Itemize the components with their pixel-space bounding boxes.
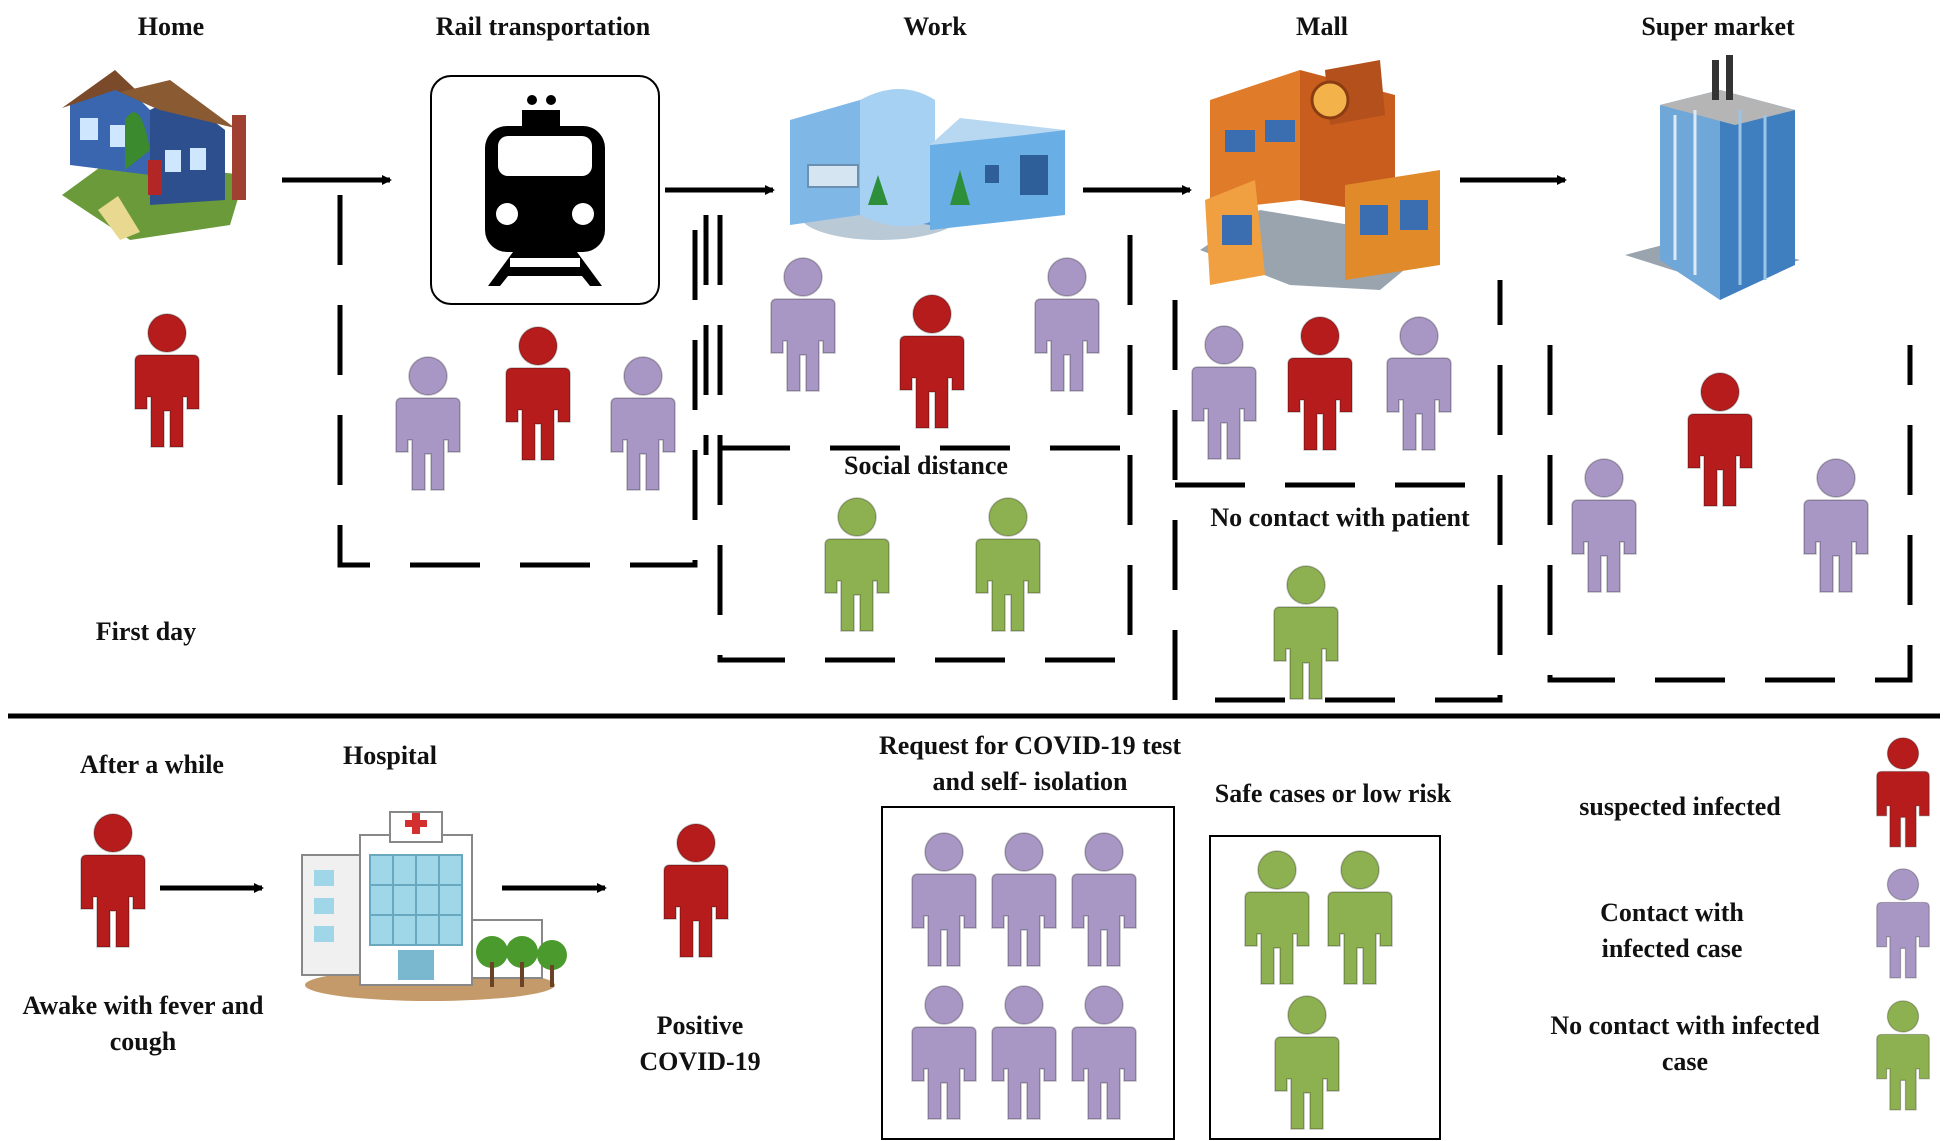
person-icon-contact xyxy=(610,356,676,491)
person-icon-contact xyxy=(991,832,1057,967)
awake-label-line2: cough xyxy=(110,1027,177,1056)
person-icon-safe xyxy=(824,497,890,632)
person-icon-contact xyxy=(991,985,1057,1120)
person-icon-contact xyxy=(1191,325,1257,460)
rail-zone-border xyxy=(337,195,698,568)
skyscraper-icon xyxy=(1625,55,1800,300)
person-icon-contact xyxy=(911,985,977,1120)
safe-group-box xyxy=(1209,835,1441,1140)
person-icon-suspected xyxy=(80,813,146,948)
person-icon-contact xyxy=(911,832,977,967)
person-icon-contact xyxy=(1571,458,1637,593)
mall-zone-border xyxy=(1172,280,1503,703)
person-icon-safe xyxy=(1327,850,1393,985)
isolation-group-box xyxy=(881,806,1175,1140)
after-while-label: After a while xyxy=(80,750,224,779)
person-icon-safe xyxy=(975,497,1041,632)
positive-label-line1: Positive xyxy=(657,1011,744,1040)
hospital-label: Hospital xyxy=(343,741,437,770)
hospital-icon xyxy=(301,811,567,1001)
person-icon-contact xyxy=(770,257,836,392)
person-icon-contact xyxy=(1876,868,1930,979)
person-icon-suspected xyxy=(663,823,729,958)
person-icon-suspected xyxy=(1687,372,1753,507)
person-icon-safe xyxy=(1244,850,1310,985)
work-label: Work xyxy=(903,12,967,41)
request-label-line1: Request for COVID-19 test xyxy=(879,731,1181,760)
person-icon-contact xyxy=(1034,257,1100,392)
train-icon xyxy=(430,75,660,305)
awake-label-line1: Awake with fever and xyxy=(23,991,265,1020)
person-icon-suspected xyxy=(134,313,200,448)
social-distance-label: Social distance xyxy=(844,451,1008,480)
supermarket-label: Super market xyxy=(1641,12,1795,41)
person-icon-suspected xyxy=(1287,316,1353,451)
safe-cases-label: Safe cases or low risk xyxy=(1215,779,1452,808)
person-icon-safe xyxy=(1273,565,1339,700)
legend-contact-label-line1: Contact with xyxy=(1600,898,1744,927)
supermarket-zone-border xyxy=(1547,345,1913,683)
person-icon-suspected xyxy=(899,294,965,429)
office-building-icon xyxy=(790,89,1065,240)
person-icon-safe xyxy=(1274,995,1340,1130)
no-contact-patient-label: No contact with patient xyxy=(1210,503,1470,532)
first-day-label: First day xyxy=(96,617,196,646)
person-icon-contact xyxy=(1071,985,1137,1120)
person-icon-contact xyxy=(1071,832,1137,967)
legend-nocontact-label-line2: case xyxy=(1662,1047,1708,1076)
house-icon xyxy=(62,70,246,240)
positive-label-line2: COVID-19 xyxy=(639,1047,760,1076)
home-label: Home xyxy=(138,12,204,41)
legend: suspected infected Contact with infected… xyxy=(1550,792,1820,1076)
request-label-line2: and self- isolation xyxy=(932,767,1128,796)
legend-suspected-label: suspected infected xyxy=(1579,792,1781,821)
person-icon-contact xyxy=(395,356,461,491)
legend-contact-label-line2: infected case xyxy=(1602,934,1743,963)
legend-nocontact-label-line1: No contact with infected xyxy=(1550,1011,1820,1040)
person-icon-contact xyxy=(1386,316,1452,451)
person-icon-suspected xyxy=(1876,737,1930,848)
rail-label: Rail transportation xyxy=(436,12,651,41)
mall-icon xyxy=(1200,60,1440,290)
person-icon-safe xyxy=(1876,1000,1930,1111)
people-layer xyxy=(80,257,1930,1130)
person-icon-suspected xyxy=(505,326,571,461)
mall-label: Mall xyxy=(1296,12,1348,41)
work-zone-border xyxy=(703,215,1133,663)
person-icon-contact xyxy=(1803,458,1869,593)
